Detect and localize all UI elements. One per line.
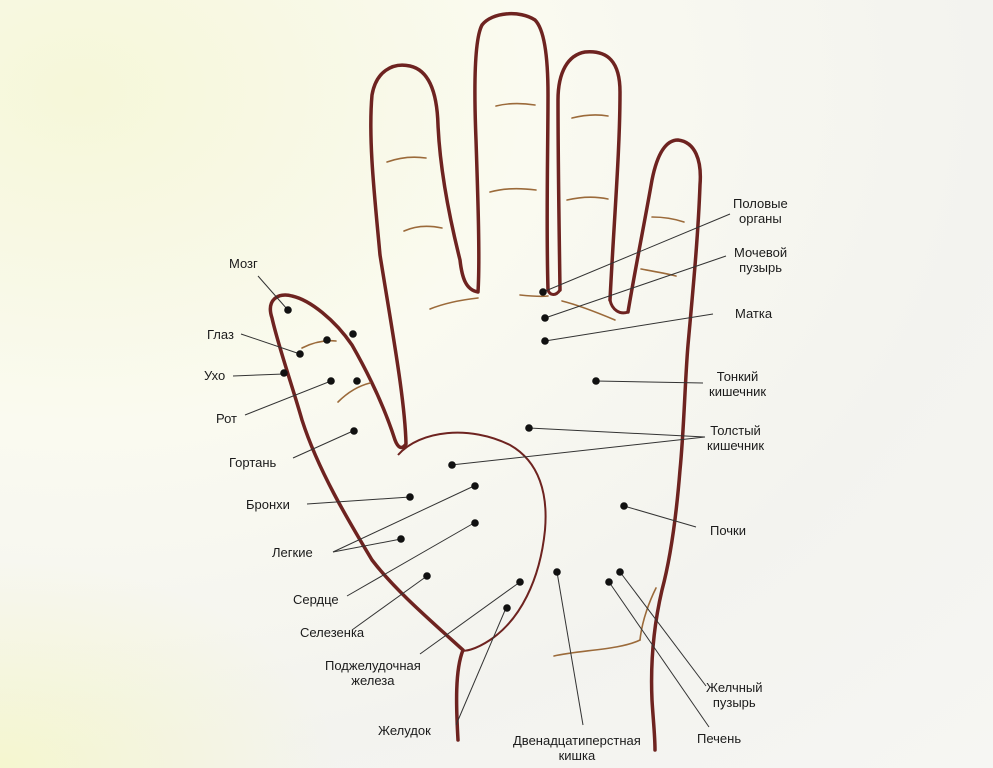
label-gallbladder-line2: пузырь [712, 695, 756, 710]
leader-lines [232, 213, 731, 728]
label-duodenum: Двенадцатиперстная кишка [513, 733, 641, 763]
label-mouth: Рот [216, 411, 237, 426]
label-stomach: Желудок [378, 723, 431, 738]
label-duodenum-line2: кишка [558, 748, 596, 763]
label-pancreas-line1: Поджелудочная [325, 658, 421, 673]
point-ear [280, 369, 288, 377]
point-large-intestine-2 [525, 424, 533, 432]
point-bronchi [406, 493, 414, 501]
label-bladder-line2: пузырь [739, 260, 783, 275]
label-genitals-line1: Половые [733, 196, 788, 211]
label-bronchi: Бронхи [246, 497, 290, 512]
leader-mouth [244, 380, 332, 416]
leader-spleen [351, 575, 428, 631]
point-duodenum [553, 568, 561, 576]
point-stomach [503, 604, 511, 612]
leader-bronchi [306, 496, 411, 505]
leader-bladder [544, 255, 727, 319]
label-spleen: Селезенка [300, 625, 365, 640]
point-bladder [541, 314, 549, 322]
point-gallbladder [616, 568, 624, 576]
label-large-intestine-line1: Толстый [710, 423, 761, 438]
label-heart: Сердце [293, 592, 339, 607]
finger-gap-ring [608, 299, 629, 315]
leader-ear [232, 373, 285, 377]
leader-pancreas [419, 581, 521, 655]
label-gallbladder-line1: Желчный [706, 680, 763, 695]
label-duodenum-line1: Двенадцатиперстная [513, 733, 641, 748]
point-mouth [327, 377, 335, 385]
label-genitals-line2: органы [739, 211, 782, 226]
label-small-intestine-line1: Тонкий [716, 369, 759, 384]
leader-genitals [542, 213, 731, 293]
hand-outline [268, 12, 703, 752]
thumb-pad-outline [397, 431, 547, 652]
leader-stomach [455, 607, 507, 726]
point-genitals [539, 288, 547, 296]
label-brain: Мозг [229, 256, 258, 271]
label-larynx: Гортань [229, 455, 277, 470]
point-lungs-b [397, 535, 405, 543]
label-pancreas-line2: железа [351, 673, 395, 688]
label-gallbladder: Желчный пузырь [706, 680, 763, 710]
point-lungs-a [471, 482, 479, 490]
label-eye: Глаз [207, 327, 234, 342]
point-eye-3 [349, 330, 357, 338]
leader-uterus [544, 313, 714, 342]
label-bladder-line1: Мочевой [734, 245, 788, 260]
point-heart [471, 519, 479, 527]
leader-gallbladder [619, 571, 707, 687]
leader-duodenum [556, 571, 584, 726]
point-liver [605, 578, 613, 586]
point-brain [284, 306, 292, 314]
label-uterus: Матка [735, 306, 773, 321]
label-small-intestine-line2: кишечник [709, 384, 767, 399]
point-eye [296, 350, 304, 358]
label-kidneys: Почки [710, 523, 747, 538]
label-large-intestine-line2: кишечник [707, 438, 765, 453]
point-eye-2 [323, 336, 331, 344]
label-pancreas: Поджелудочная железа [325, 658, 421, 688]
leader-small-intestine [595, 380, 704, 384]
point-pancreas [516, 578, 524, 586]
background-glow [0, 560, 340, 768]
point-kidneys [620, 502, 628, 510]
label-genitals: Половые органы [733, 196, 788, 226]
label-small-intestine: Тонкий кишечник [709, 369, 766, 399]
leader-larynx [292, 430, 354, 459]
leader-lungs-b [332, 538, 402, 553]
leader-lungs-a [332, 485, 475, 553]
leader-kidneys [623, 505, 697, 528]
label-large-intestine: Толстый кишечник [707, 423, 764, 453]
point-mouth-2 [353, 377, 361, 385]
leader-liver [608, 581, 710, 728]
finger-creases [301, 102, 685, 657]
point-larynx [350, 427, 358, 435]
leader-heart [346, 522, 475, 597]
label-lungs: Легкие [272, 545, 313, 560]
leader-large-intestine [450, 436, 706, 466]
label-bladder: Мочевой пузырь [734, 245, 787, 275]
point-large-intestine [448, 461, 456, 469]
point-uterus [541, 337, 549, 345]
leader-brain [257, 275, 288, 310]
reflex-points [280, 288, 628, 612]
leader-large-intestine-b [528, 427, 706, 438]
label-liver: Печень [697, 731, 742, 746]
finger-gap-middle [546, 289, 562, 296]
point-spleen [423, 572, 431, 580]
leader-eye [240, 333, 301, 355]
label-ear: Ухо [204, 368, 226, 383]
point-small-intestine [592, 377, 600, 385]
